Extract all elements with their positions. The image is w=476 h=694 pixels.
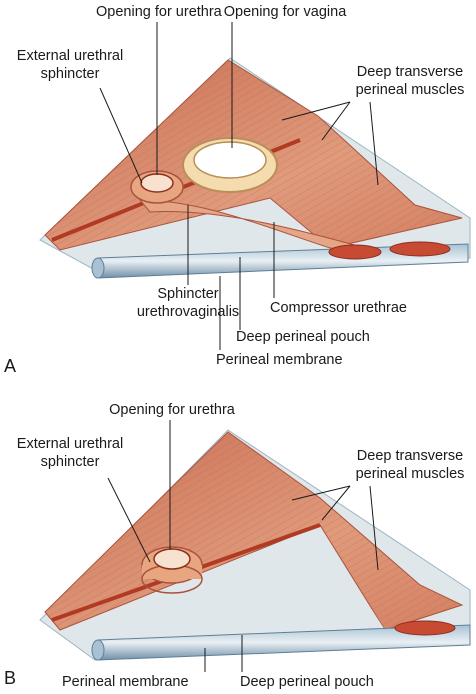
label-a-external-sphincter-line1: External urethral (16, 48, 124, 64)
label-b-external-sphincter-line1: External urethral (16, 436, 124, 452)
panel-b-muscle-fibers (45, 432, 462, 630)
panel-a-cut-end-2 (389, 241, 451, 257)
panel-b-leaders (107, 420, 379, 672)
panel-a-leaders (99, 22, 379, 350)
panel-a-urethra-hole (140, 173, 174, 193)
label-b-deep-pouch: Deep perineal pouch (240, 674, 374, 690)
panel-b (39, 420, 471, 672)
label-a-perineal-membrane: Perineal membrane (216, 352, 343, 368)
label-a-compressor-urethrae: Compressor urethrae (270, 300, 407, 316)
panel-b-pouch-floor (80, 530, 385, 648)
panel-a-letter: A (4, 356, 17, 376)
label-b-perineal-membrane: Perineal membrane (62, 674, 189, 690)
label-a-opening-vagina: Opening for vagina (223, 4, 347, 20)
label-b-external-sphincter-line2: sphincter (40, 454, 100, 470)
panel-a-cut-end-1 (328, 244, 382, 260)
panel-b-cut-end (394, 620, 456, 636)
label-a-sphincter-uv-line2: urethrovaginalis (136, 304, 240, 320)
panel-a (39, 22, 471, 350)
panel-b-tube-end (91, 639, 105, 661)
label-a-deep-transverse-line1: Deep transverse (356, 64, 464, 80)
label-b-deep-transverse-line1: Deep transverse (356, 448, 464, 464)
label-a-sphincter-uv-line1: Sphincter (157, 286, 219, 302)
panel-a-tube-end (91, 257, 105, 279)
panel-b-urethra-hole (153, 548, 191, 570)
panel-b-sphincter-wall (142, 565, 202, 579)
label-a-deep-pouch: Deep perineal pouch (236, 329, 370, 345)
panel-b-letter: B (4, 668, 17, 688)
label-a-opening-urethra: Opening for urethra (96, 4, 222, 20)
label-b-opening-urethra: Opening for urethra (109, 402, 235, 418)
label-b-deep-transverse-line2: perineal muscles (355, 466, 465, 482)
panel-a-vagina-hole (193, 141, 267, 179)
label-a-deep-transverse-line2: perineal muscles (355, 82, 465, 98)
label-a-external-sphincter-line2: sphincter (40, 66, 100, 82)
